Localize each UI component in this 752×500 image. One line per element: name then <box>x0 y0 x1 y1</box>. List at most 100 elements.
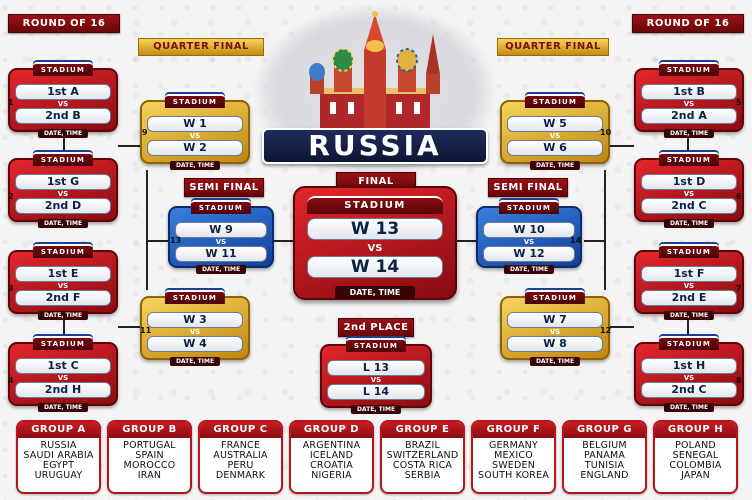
team-slot: L 14 <box>327 384 425 400</box>
stadium-label: STADIUM <box>658 62 720 76</box>
group-team: SAUDI ARABIA <box>23 450 94 461</box>
vs-label: VS <box>57 282 69 290</box>
stadium-label: STADIUM <box>498 200 560 214</box>
connector-line <box>146 240 168 242</box>
match-number: 6 <box>736 192 742 201</box>
semi-final-header-left: SEMI FINAL <box>184 178 264 197</box>
group-team: COLOMBIA <box>669 460 722 471</box>
group-team: RUSSIA <box>40 440 77 451</box>
vs-label: VS <box>683 100 695 108</box>
match-number: 10 <box>600 128 612 137</box>
match-card-7[interactable]: STADIUM 1st F VS 2nd E DATE, TIME <box>634 244 744 320</box>
group-team: SPAIN <box>135 450 164 461</box>
team-slot: W 11 <box>175 246 267 262</box>
date-time-label: DATE, TIME <box>663 219 715 228</box>
match-number: 5 <box>736 98 742 107</box>
round-of-16-header-right: ROUND OF 16 <box>632 14 744 33</box>
date-time-label: DATE, TIME <box>529 357 581 366</box>
match-number: 1 <box>8 98 14 107</box>
match-card-3[interactable]: STADIUM 1st E VS 2nd F DATE, TIME <box>8 244 118 320</box>
date-time-label: DATE, TIME <box>663 403 715 412</box>
second-place-header: 2nd PLACE <box>338 318 414 337</box>
vs-label: VS <box>57 374 69 382</box>
vs-label: VS <box>549 132 561 140</box>
date-time-label: DATE, TIME <box>663 129 715 138</box>
team-slot: L 13 <box>327 360 425 376</box>
date-time-label: DATE, TIME <box>37 129 89 138</box>
connector-line <box>610 145 634 147</box>
vs-label: VS <box>189 328 201 336</box>
vs-label: VS <box>683 374 695 382</box>
team-slot: 2nd B <box>15 108 111 124</box>
team-slot: 2nd E <box>641 290 737 306</box>
quarter-final-header-right: QUARTER FINAL <box>497 38 609 56</box>
connector-line <box>274 240 294 242</box>
group-team: EGYPT <box>42 460 75 471</box>
match-number: 14 <box>570 236 582 245</box>
match-card-5[interactable]: STADIUM 1st B VS 2nd A DATE, TIME <box>634 62 744 138</box>
team-slot: W 4 <box>147 336 243 352</box>
final-match-card[interactable]: STADIUM W 13 VS W 14 DATE, TIME <box>293 186 457 300</box>
group-team: FRANCE <box>220 440 261 451</box>
group-team: SWEDEN <box>491 460 536 471</box>
connector-line <box>63 320 65 338</box>
match-number: 7 <box>736 284 742 293</box>
date-time-label: DATE, TIME <box>37 403 89 412</box>
team-slot: W 8 <box>507 336 603 352</box>
group-title: GROUP F <box>473 422 554 438</box>
team-slot: 1st E <box>15 266 111 282</box>
date-time-label: DATE, TIME <box>37 219 89 228</box>
match-number: 8 <box>736 376 742 385</box>
match-card-12[interactable]: STADIUM W 7 VS W 8 DATE, TIME <box>500 290 610 366</box>
match-card-13[interactable]: STADIUM W 9 VS W 11 DATE, TIME <box>168 200 274 274</box>
match-card-14[interactable]: STADIUM W 10 VS W 12 DATE, TIME <box>476 200 582 274</box>
group-card-g: GROUP G BELGIUM PANAMA TUNISIA ENGLAND <box>562 420 647 494</box>
group-card-a: GROUP A RUSSIA SAUDI ARABIA EGYPT URUGUA… <box>16 420 101 494</box>
stadium-label: STADIUM <box>32 336 94 350</box>
group-title: GROUP G <box>564 422 645 438</box>
team-slot: 1st D <box>641 174 737 190</box>
group-team: ARGENTINA <box>302 440 361 451</box>
group-team: MEXICO <box>494 450 533 461</box>
group-title: GROUP A <box>18 422 99 438</box>
group-card-e: GROUP E BRAZIL SWITZERLAND COSTA RICA SE… <box>380 420 465 494</box>
stadium-label: STADIUM <box>32 62 94 76</box>
date-time-label: DATE, TIME <box>503 265 555 274</box>
team-slot: W 14 <box>307 256 443 278</box>
match-card-10[interactable]: STADIUM W 5 VS W 6 DATE, TIME <box>500 94 610 170</box>
group-team: SERBIA <box>404 470 441 481</box>
group-team: AUSTRALIA <box>213 450 268 461</box>
match-card-4[interactable]: STADIUM 1st C VS 2nd H DATE, TIME <box>8 336 118 412</box>
connector-line <box>604 170 606 290</box>
team-slot: 1st B <box>641 84 737 100</box>
match-card-8[interactable]: STADIUM 1st H VS 2nd C DATE, TIME <box>634 336 744 412</box>
round-of-16-header-left: ROUND OF 16 <box>8 14 120 33</box>
team-slot: 1st H <box>641 358 737 374</box>
team-slot: W 6 <box>507 140 603 156</box>
team-slot: 1st C <box>15 358 111 374</box>
match-card-2[interactable]: STADIUM 1st G VS 2nd D DATE, TIME <box>8 152 118 228</box>
russia-banner: RUSSIA <box>262 128 488 164</box>
match-card-6[interactable]: STADIUM 1st D VS 2nd C DATE, TIME <box>634 152 744 228</box>
team-slot: W 3 <box>147 312 243 328</box>
group-card-c: GROUP C FRANCE AUSTRALIA PERU DENMARK <box>198 420 283 494</box>
team-slot: 2nd C <box>641 198 737 214</box>
connector-line <box>146 170 148 290</box>
third-place-match-card[interactable]: STADIUM L 13 VS L 14 DATE, TIME <box>320 338 432 414</box>
team-slot: 2nd F <box>15 290 111 306</box>
group-title: GROUP D <box>291 422 372 438</box>
match-card-11[interactable]: STADIUM W 3 VS W 4 DATE, TIME <box>140 290 250 366</box>
stadium-label: STADIUM <box>658 336 720 350</box>
stadium-label: STADIUM <box>524 94 586 108</box>
group-team: COSTA RICA <box>392 460 453 471</box>
stadium-label: STADIUM <box>164 94 226 108</box>
date-time-label: DATE, TIME <box>195 265 247 274</box>
match-card-9[interactable]: STADIUM W 1 VS W 2 DATE, TIME <box>140 94 250 170</box>
vs-label: VS <box>683 190 695 198</box>
match-card-1[interactable]: STADIUM 1st A VS 2nd B DATE, TIME <box>8 62 118 138</box>
date-time-label: DATE, TIME <box>350 405 402 414</box>
date-time-label: DATE, TIME <box>663 311 715 320</box>
group-team: PERU <box>227 460 254 471</box>
match-number: 9 <box>142 128 148 137</box>
team-slot: W 9 <box>175 222 267 238</box>
